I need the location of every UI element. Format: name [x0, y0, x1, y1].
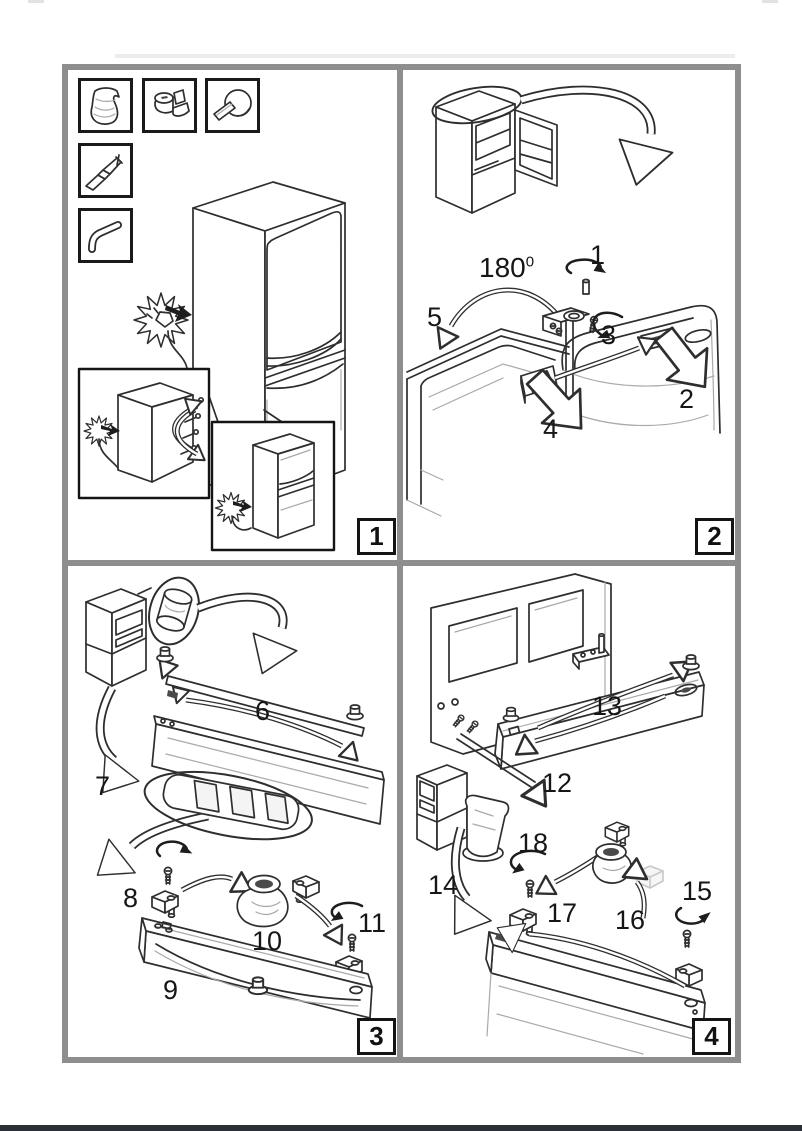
step-label-9: 9 [163, 975, 179, 1005]
panel-3-number: 3 [357, 1018, 396, 1055]
step-label-5: 5 [427, 302, 443, 332]
panel-1-preparation: 1 [68, 70, 397, 560]
screw-17 [525, 879, 535, 898]
freezer-door-bottom-bar [138, 917, 373, 1019]
phillips-screwdriver-icon [85, 154, 123, 191]
cloth-sheet [462, 794, 510, 862]
step-label-3: 3 [601, 320, 617, 350]
page-footer-bar [0, 1125, 802, 1131]
step-label-2: 2 [679, 384, 695, 414]
print-mark-left [28, 0, 44, 3]
finger-recess [684, 328, 712, 344]
step-label-7: 7 [95, 771, 111, 801]
panel-3-freezer-door: 6 7 8 9 10 11 3 [68, 566, 397, 1057]
rotate-180-arc [428, 287, 566, 355]
tool-box-hexkey [78, 208, 133, 263]
step-label-12: 12 [542, 768, 573, 798]
hinge-bushing-tool-icon [154, 89, 190, 117]
fridge-illustration-small [416, 764, 468, 851]
cloth-bushing [236, 874, 289, 928]
open-door [514, 109, 558, 187]
diagram-frame: 1 [62, 64, 741, 1063]
scan-artifact-band [115, 54, 735, 58]
panel-1-number: 1 [357, 518, 396, 555]
print-mark-right [762, 0, 778, 3]
hole-cap-right [346, 704, 364, 721]
rotation-angle-sup: 0 [525, 253, 535, 271]
step-label-13: 13 [592, 691, 623, 721]
panel-3-number-text: 3 [369, 1021, 384, 1051]
panel-4-door-refit: 12 13 14 15 16 17 18 4 [403, 566, 735, 1057]
panel-2-number: 2 [695, 518, 734, 555]
step-label-11: 11 [358, 908, 387, 938]
bracket-to-cloth-arrow [180, 871, 259, 903]
cloth-to-bracket-arrow [529, 853, 601, 904]
step1-rotation-arrow [565, 258, 609, 295]
tool-box-bushing [142, 78, 197, 133]
panel-4-number: 4 [692, 1018, 731, 1055]
door-top-bar [485, 912, 706, 1055]
inset-rear-view [77, 367, 211, 500]
panel-2-artwork [406, 85, 727, 517]
panel-4-number-text: 4 [704, 1021, 719, 1051]
step-label-18: 18 [518, 828, 549, 858]
tray-removal-arrow [83, 811, 209, 893]
unplug-arrow-icon [165, 304, 192, 322]
step7-arrow [85, 685, 140, 807]
step-label-10: 10 [252, 926, 283, 956]
step8-rotation-arrow [155, 840, 195, 858]
zoom-sweep-arrow [519, 85, 674, 193]
step-label-16: 16 [615, 905, 646, 935]
step-label-6: 6 [255, 696, 271, 726]
step18-rotation-arrow [509, 849, 547, 878]
step-label-1: 1 [590, 240, 606, 270]
step16-arrow [621, 856, 651, 919]
step-label-8: 8 [123, 883, 139, 913]
step-label-15: 15 [682, 876, 713, 906]
tool-box-cloth [78, 78, 133, 133]
hole-cap-left [156, 646, 174, 663]
inset-front-view [210, 420, 336, 552]
step11-arrows [294, 893, 364, 952]
step14-arrow [435, 826, 492, 948]
step-label-17: 17 [547, 898, 578, 928]
freezer-door-top [151, 690, 385, 825]
middle-hinge-bracket [572, 632, 610, 670]
step12-strip-arrow [456, 733, 559, 816]
trim-roll-magnifier [148, 576, 200, 646]
step-label-14: 14 [428, 870, 459, 900]
sweep-arrow-to-door [196, 592, 298, 684]
fridge-illustration-small [85, 588, 147, 687]
handle-bar [494, 651, 705, 770]
power-plug-icon [155, 311, 174, 328]
fridge-open-door-illustration [431, 85, 558, 214]
hinge-bracket-8 [151, 866, 179, 919]
door-tray [143, 770, 313, 841]
tool-box-spanner [205, 78, 260, 133]
magnifier-leader [137, 587, 152, 595]
step15-rotation-arrow [674, 906, 714, 925]
disc-spanner-tool-icon [213, 89, 252, 121]
panel-4-artwork [416, 573, 714, 1055]
panel-2-number-text: 2 [707, 521, 722, 551]
panel-3-artwork [83, 576, 385, 1019]
top-trim-strip [150, 651, 366, 769]
panel-1-artwork [77, 181, 346, 552]
cloth-icon [90, 87, 120, 125]
step3-screw-rotation [587, 311, 624, 343]
panel-1-number-text: 1 [369, 521, 384, 551]
tool-box-screwdriver [78, 143, 133, 198]
panel-2-top-hinge: 1800 1 2 3 4 5 2 [403, 70, 735, 560]
hex-key-icon [88, 221, 122, 253]
step-label-4: 4 [543, 414, 559, 444]
rotation-angle-value: 180 [479, 252, 526, 283]
rotation-angle-label: 1800 [479, 254, 534, 282]
screw-15 [682, 929, 692, 948]
